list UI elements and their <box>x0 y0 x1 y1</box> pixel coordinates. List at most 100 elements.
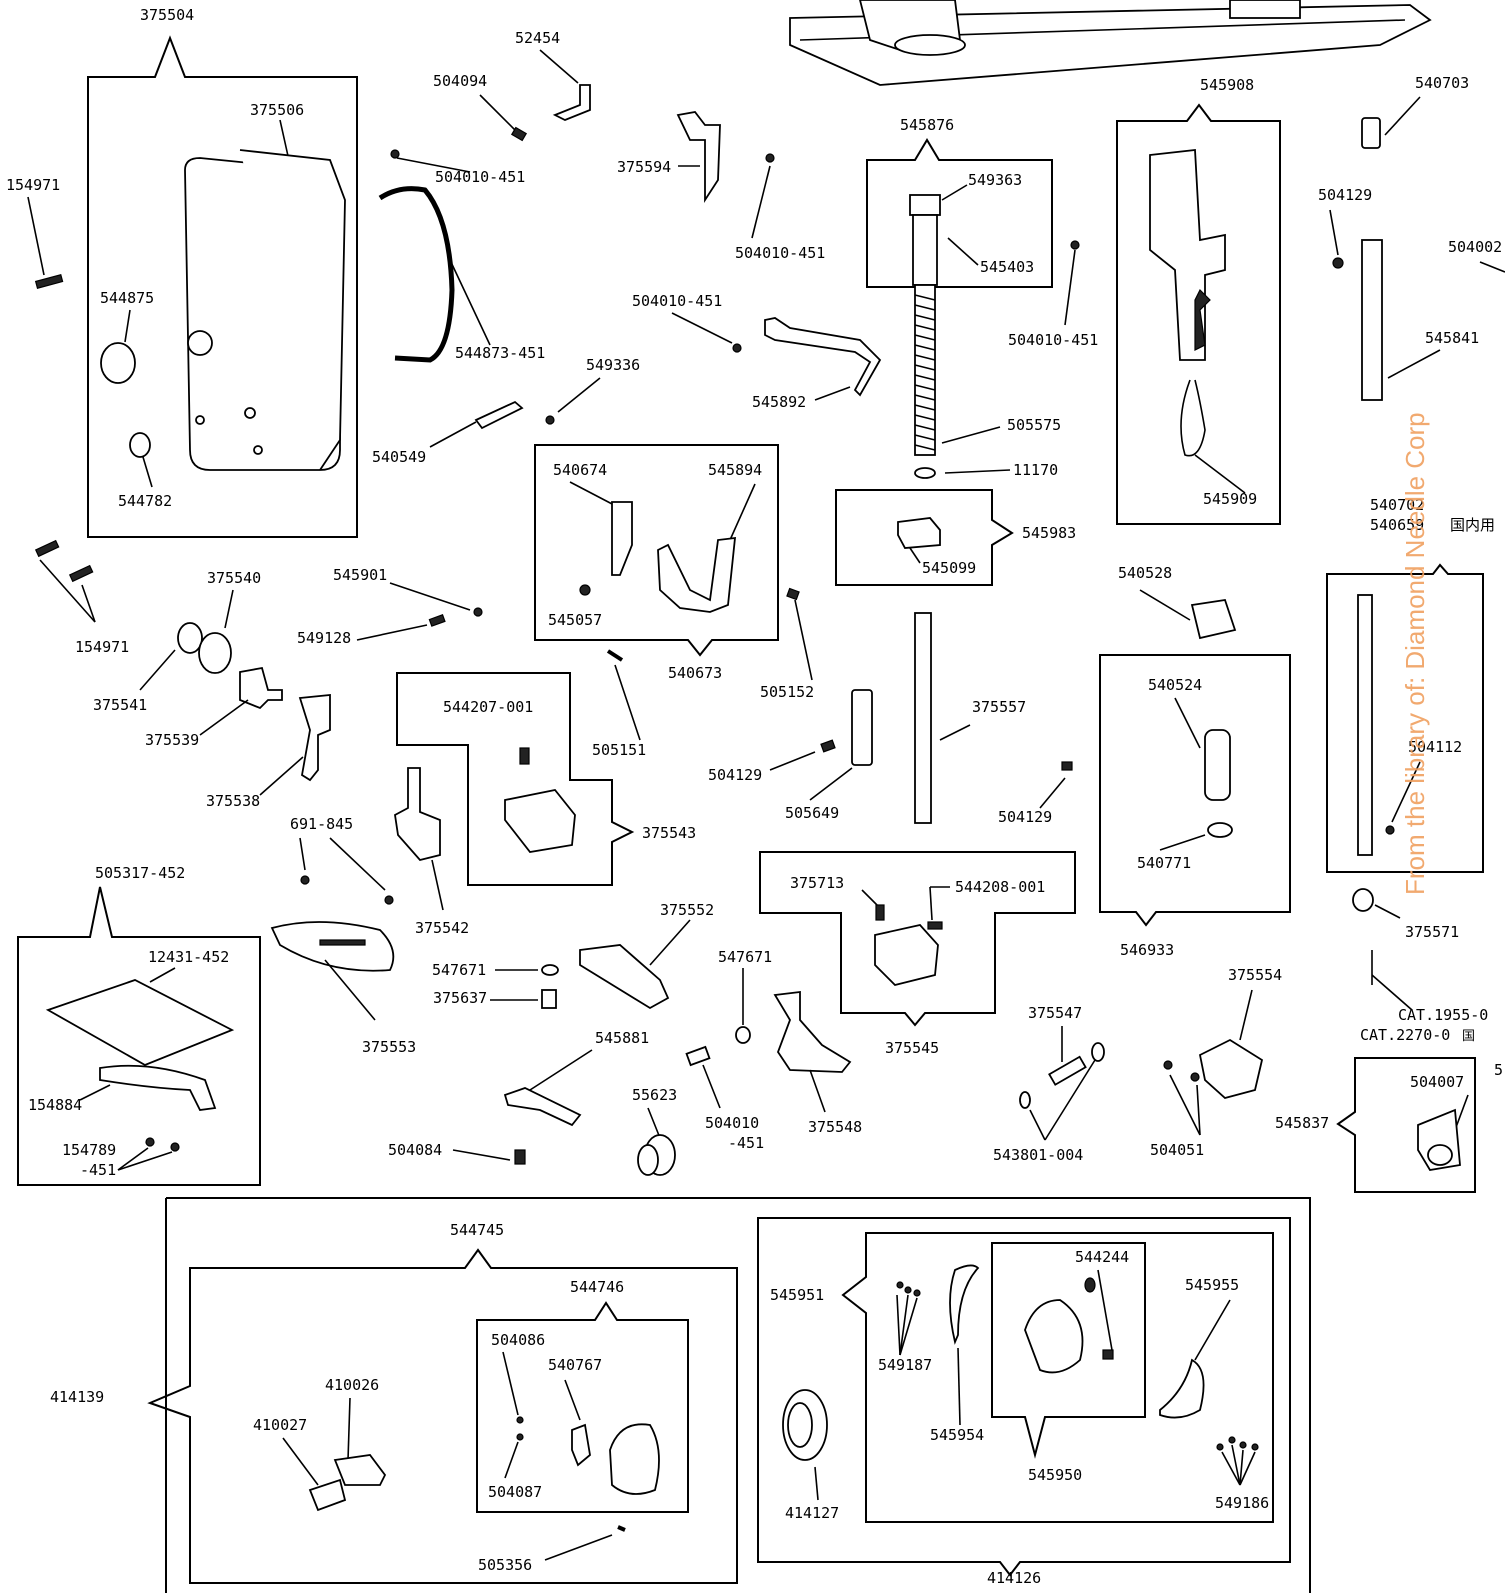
label-154971-top: 154971 <box>6 176 60 194</box>
parts-375547-543801: 375547 543801-004 <box>993 1004 1105 1164</box>
label-504094: 504094 <box>433 72 487 90</box>
label-375552: 375552 <box>660 901 714 919</box>
label-691-845: 691-845 <box>290 815 353 833</box>
part-154971: 154971 154971 <box>6 176 129 656</box>
group-546933: 540524 540771 546933 <box>1099 654 1291 959</box>
label-414127: 414127 <box>785 1504 839 1522</box>
label-375547: 375547 <box>1028 1004 1082 1022</box>
label-549128: 549128 <box>297 629 351 647</box>
label-504086: 504086 <box>491 1331 545 1349</box>
group-545837: 545837 504007 <box>1275 1057 1476 1193</box>
label-504007: 504007 <box>1410 1073 1464 1091</box>
label-545894: 545894 <box>708 461 762 479</box>
label-545955: 545955 <box>1185 1276 1239 1294</box>
label-505356: 505356 <box>478 1556 532 1574</box>
label-544244: 544244 <box>1075 1248 1129 1266</box>
label-545909: 545909 <box>1203 490 1257 508</box>
label-544782: 544782 <box>118 492 172 510</box>
group-540673: 540674 545894 545057 540673 <box>534 444 779 682</box>
group-375543: 544207-001 375543 <box>396 672 696 886</box>
label-edge-5: 5 <box>1494 1061 1503 1079</box>
label-504112: 504112 <box>1408 738 1462 756</box>
label-504129-b: 504129 <box>708 766 762 784</box>
label-544875: 544875 <box>100 289 154 307</box>
label-505152: 505152 <box>760 683 814 701</box>
label-545901: 545901 <box>333 566 387 584</box>
label-546933: 546933 <box>1120 941 1174 959</box>
label-540673: 540673 <box>668 664 722 682</box>
label-545881: 545881 <box>595 1029 649 1047</box>
parts-545901-549128: 545901 549128 <box>297 566 483 647</box>
label-504010-451-c: 504010-451 <box>632 292 722 310</box>
group-545908: 545908 545909 <box>1116 76 1281 525</box>
label-540524: 540524 <box>1148 676 1202 694</box>
label-544873-451: 544873-451 <box>455 344 545 362</box>
label-451-b: -451 <box>728 1134 764 1152</box>
label-410027: 410027 <box>253 1416 307 1434</box>
label-544745: 544745 <box>450 1221 504 1239</box>
group-414139: 544745 414139 410026 410027 544746 50408… <box>50 1197 1311 1593</box>
label-375553: 375553 <box>362 1038 416 1056</box>
label-504084: 504084 <box>388 1141 442 1159</box>
label-545841: 545841 <box>1425 329 1479 347</box>
part-545892: 545892 <box>752 317 882 411</box>
label-545951: 545951 <box>770 1286 824 1304</box>
group-545876: 545876 549363 545403 505575 11170 <box>866 116 1061 479</box>
label-11170: 11170 <box>1013 461 1058 479</box>
label-540674: 540674 <box>553 461 607 479</box>
label-375637: 375637 <box>433 989 487 1007</box>
label-504010-451-a: 504010-451 <box>435 168 525 186</box>
label-375545: 375545 <box>885 1039 939 1057</box>
library-watermark: From the library of: Diamond Needle Corp <box>1400 412 1430 895</box>
label-545876: 545876 <box>900 116 954 134</box>
group-375545: 547671 375713 544208-001 375545 <box>718 851 1076 1057</box>
label-544207-001: 544207-001 <box>443 698 533 716</box>
label-544746: 544746 <box>570 1278 624 1296</box>
spring-505575 <box>914 284 936 456</box>
label-540702: 540702 <box>1370 496 1424 514</box>
label-504002: 504002 <box>1448 238 1502 256</box>
label-375538: 375538 <box>206 792 260 810</box>
label-375504: 375504 <box>140 6 194 24</box>
label-504051: 504051 <box>1150 1141 1204 1159</box>
label-410026: 410026 <box>325 1376 379 1394</box>
label-12431-452: 12431-452 <box>148 948 229 966</box>
label-375557: 375557 <box>972 698 1026 716</box>
label-504010: 504010 <box>705 1114 759 1132</box>
label-505317-452: 505317-452 <box>95 864 185 882</box>
handle-area-parts: 52454 504094 504010-451 544873-451 <box>378 29 591 363</box>
label-545403: 545403 <box>980 258 1034 276</box>
label-545892: 545892 <box>752 393 806 411</box>
label-375542: 375542 <box>415 919 469 937</box>
presser-parts: 547671 375637 375552 <box>432 901 714 1010</box>
label-451: -451 <box>80 1161 116 1179</box>
label-545954: 545954 <box>930 1426 984 1444</box>
label-545057: 545057 <box>548 611 602 629</box>
label-504129-c: 504129 <box>998 808 1052 826</box>
screw-504010-451-d: 504010-451 <box>1008 240 1098 349</box>
label-549336: 549336 <box>586 356 640 374</box>
label-545837: 545837 <box>1275 1114 1329 1132</box>
label-375543: 375543 <box>642 824 696 842</box>
label-540703: 540703 <box>1415 74 1469 92</box>
part-375542: 375542 <box>394 767 469 937</box>
label-375506: 375506 <box>250 101 304 119</box>
label-504087: 504087 <box>488 1483 542 1501</box>
label-375539: 375539 <box>145 731 199 749</box>
label-cat2270-suffix: 国 <box>1462 1029 1475 1044</box>
label-540767: 540767 <box>548 1356 602 1374</box>
label-375594: 375594 <box>617 158 671 176</box>
label-543801-004: 543801-004 <box>993 1146 1083 1164</box>
parts-375554-504051: 375554 504051 <box>1150 966 1282 1159</box>
right-column-parts: 540703 504129 504002 545841 <box>1318 74 1505 401</box>
parts-505152-505151: 505152 505151 <box>592 587 814 759</box>
label-545908: 545908 <box>1200 76 1254 94</box>
machine-bed-illustration <box>789 0 1432 86</box>
label-52454: 52454 <box>515 29 560 47</box>
label-375571: 375571 <box>1405 923 1459 941</box>
part-375594: 375594 <box>617 111 721 204</box>
center-shaft-parts: 504129 505649 375557 504129 <box>708 612 1073 826</box>
group-414126: 414126 545951 414127 549187 545954 54424… <box>757 1217 1291 1587</box>
label-cat1955: CAT.1955-0 <box>1398 1006 1488 1024</box>
